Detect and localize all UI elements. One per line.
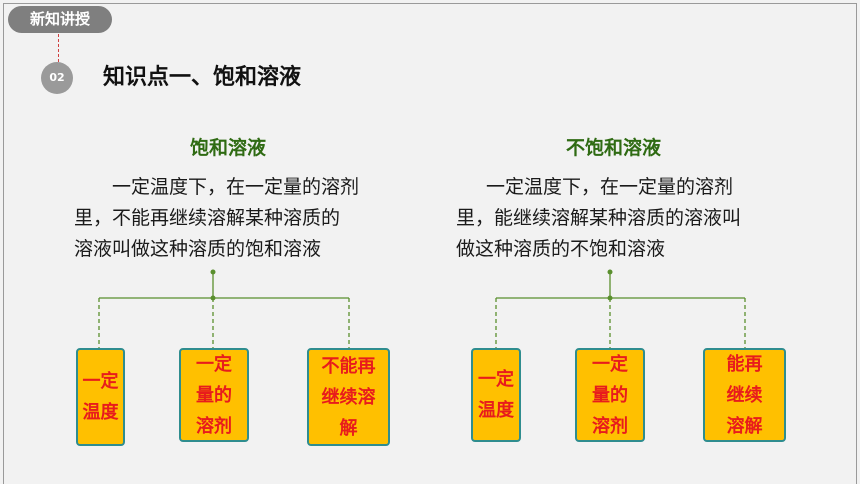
box-line: 一定 [82, 371, 119, 392]
box-line: 继续 [726, 384, 763, 406]
left-box-cannot-dissolve: 不能再继续溶解 [307, 348, 390, 446]
box-line: 溶剂 [196, 415, 232, 437]
left-box-temperature: 一定温度 [76, 348, 125, 446]
left-column-title: 饱和溶液 [190, 137, 267, 159]
page-title: 知识点一、饱和溶液 [103, 65, 302, 90]
right-column-title: 不饱和溶液 [566, 137, 662, 159]
box-line: 解 [339, 417, 358, 439]
right-desc-line-3: 做这种溶质的不饱和溶液 [456, 238, 666, 260]
right-box-can-dissolve: 能再继续溶解 [703, 348, 786, 442]
right-node-dot [607, 269, 613, 275]
box-line: 能再 [726, 353, 763, 375]
box-line: 一定 [478, 369, 514, 390]
section-number-badge: 02 [41, 62, 73, 94]
right-desc-line-1: 一定温度下，在一定量的溶剂 [486, 176, 734, 198]
box-line: 温度 [82, 402, 119, 423]
right-description: 一定温度下，在一定量的溶剂 里，能继续溶解某种溶质的溶液叫 做这种溶质的不饱和溶… [456, 172, 741, 265]
section-tag: 新知讲授 [8, 6, 112, 33]
left-desc-line-2: 里，不能再继续溶解某种溶质的 [74, 207, 341, 229]
right-desc-line-2: 里，能继续溶解某种溶质的溶液叫 [456, 207, 742, 229]
box-line: 量的 [592, 384, 628, 406]
box-line: 溶剂 [592, 415, 628, 437]
left-description: 一定温度下，在一定量的溶剂 里，不能再继续溶解某种溶质的 溶液叫做这种溶质的饱和… [74, 172, 359, 265]
left-node-dot [210, 269, 216, 275]
left-desc-line-3: 溶液叫做这种溶质的饱和溶液 [74, 238, 322, 260]
box-line: 不能再 [321, 355, 376, 377]
left-desc-line-1: 一定温度下，在一定量的溶剂 [112, 176, 360, 198]
box-line: 一定 [592, 353, 628, 375]
left-junction-dot [210, 295, 216, 301]
box-line: 溶解 [726, 415, 763, 437]
box-line: 继续溶 [321, 386, 376, 408]
box-line: 一定 [196, 353, 232, 375]
right-box-temperature: 一定温度 [471, 348, 521, 442]
slide-frame [3, 3, 857, 484]
left-box-solvent: 一定量的溶剂 [179, 348, 249, 442]
right-box-solvent: 一定量的溶剂 [575, 348, 645, 442]
box-line: 温度 [478, 400, 514, 421]
box-line: 量的 [196, 384, 232, 406]
tag-connector [58, 34, 59, 62]
right-junction-dot [607, 295, 613, 301]
